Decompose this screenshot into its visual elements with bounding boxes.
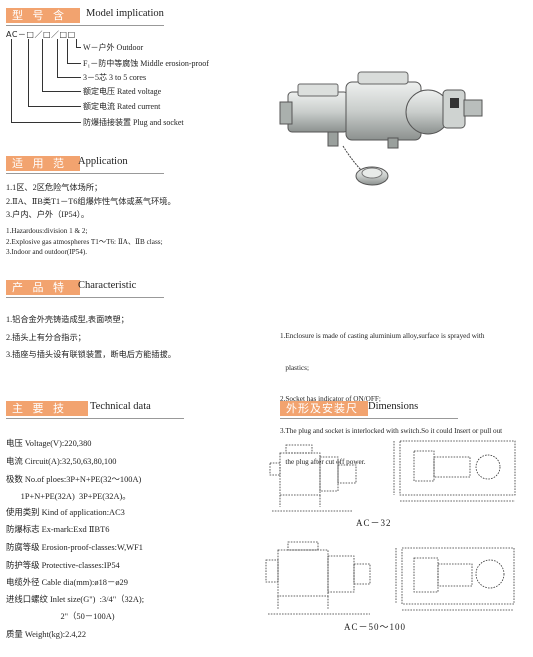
dimensions-divider bbox=[280, 418, 458, 419]
model-divider bbox=[6, 25, 164, 26]
model-tag: 型 号 含 义 bbox=[6, 8, 80, 37]
spec-current: 电流 Circuit(A):32,50,63,80,100 bbox=[6, 457, 117, 466]
application-en-2: 2.Explosive gas atmospheres T1～T6: ⅡA、ⅡB… bbox=[6, 237, 163, 246]
spec-poles-2: 1P+N+PE(32A) 3P+PE(32A)。 bbox=[6, 492, 131, 501]
characteristic-title: Characteristic bbox=[78, 280, 137, 291]
characteristic-en-3b: the plug after cut off power. bbox=[280, 458, 366, 466]
model-code: AC－□／□／□□ bbox=[6, 30, 76, 39]
application-en-list: 1.Hazardous:division 1 & 2; 2.Explosive … bbox=[6, 226, 163, 258]
characteristic-en-1b: plastics; bbox=[280, 363, 309, 372]
legend-item-outdoor: W－户外 Outdoor bbox=[83, 43, 144, 52]
spec-inlet-2: 2"（50－100A) bbox=[6, 612, 115, 621]
spec-inlet: 进线口螺纹 Inlet size(G") :3/4"（32A); bbox=[6, 595, 145, 604]
spec-protective: 防护等级 Protective-classes:IP54 bbox=[6, 561, 120, 570]
characteristic-en-list: 1.Enclosure is made of casting aluminium… bbox=[280, 310, 502, 478]
application-en-1: 1.Hazardous:division 1 & 2; bbox=[6, 227, 88, 235]
application-divider bbox=[6, 173, 164, 174]
technical-title: Technical data bbox=[90, 401, 151, 412]
spec-application: 使用类别 Kind of application:AC3 bbox=[6, 508, 125, 517]
characteristic-en-1: 1.Enclosure is made of casting aluminium… bbox=[280, 332, 485, 340]
legend-item-cores: 3－5芯 3 to 5 cores bbox=[83, 73, 147, 82]
characteristic-en-3: 3.The plug and socket is interlocked wit… bbox=[280, 426, 503, 435]
characteristic-cn-1: 1.铝合金外壳铸造成型,表面喷塑； bbox=[6, 315, 129, 324]
characteristic-cn-2: 2.插头上有分合指示； bbox=[6, 332, 86, 342]
application-cn-3: 3.户内、户外（IP54）。 bbox=[6, 210, 90, 219]
characteristic-divider bbox=[6, 297, 164, 298]
ac50-drawing bbox=[265, 541, 515, 615]
characteristic-tag: 产 品 特 点 bbox=[6, 280, 80, 309]
ac50-label: AC－50～100 bbox=[344, 622, 407, 632]
technical-tag: 主 要 技 术 参 数 bbox=[6, 401, 88, 430]
application-cn-list: 1.1区、2区危险气体场所； 2.ⅡA、ⅡB类T1－T6组爆炸性气体或蒸气环境。… bbox=[6, 181, 176, 222]
characteristic-cn-3: 3.插座与插头设有联锁装置，断电后方能插拔。 bbox=[6, 350, 176, 359]
ac32-drawing bbox=[269, 440, 516, 512]
spec-erosion: 防腐等级 Erosion-proof-classes:W,WF1 bbox=[6, 543, 143, 552]
spec-ex-mark: 防爆标志 Ex-mark:Exd ⅡBT6 bbox=[6, 525, 110, 534]
spec-cable: 电缆外径 Cable dia(mm):ø18－ø29 bbox=[6, 578, 128, 587]
characteristic-en-2: 2.Socket has indicator of ON/OFF; bbox=[280, 395, 381, 403]
model-title: Model implication bbox=[86, 8, 164, 19]
legend-item-current: 额定电流 Rated current bbox=[83, 102, 161, 111]
legend-item-plug: 防爆插接装置 Plug and socket bbox=[83, 118, 184, 127]
product-photo bbox=[279, 71, 483, 186]
application-en-3: 3.Indoor and outdoor(IP54). bbox=[6, 248, 88, 256]
spec-voltage: 电压 Voltage(V):220,380 bbox=[6, 439, 92, 448]
spec-weight: 质量 Weight(kg):2.4,22 bbox=[6, 630, 87, 639]
technical-divider bbox=[6, 418, 184, 419]
application-cn-2: 2.ⅡA、ⅡB类T1－T6组爆炸性气体或蒸气环境。 bbox=[6, 196, 176, 206]
characteristic-cn-list: 1.铝合金外壳铸造成型,表面喷塑； 2.插头上有分合指示； 3.插座与插头设有联… bbox=[6, 311, 176, 364]
application-cn-1: 1.1区、2区危险气体场所； bbox=[6, 183, 103, 192]
application-tag: 适 用 范 围 bbox=[6, 156, 80, 185]
dimensions-tag: 外形及安装尺寸 bbox=[280, 401, 368, 430]
spec-poles: 极数 No.of ploes:3P+N+PE(32～100A) bbox=[6, 475, 142, 484]
dimensions-title: Dimensions bbox=[368, 401, 419, 412]
ac32-label: AC－32 bbox=[356, 518, 392, 528]
application-title: Application bbox=[78, 156, 128, 167]
legend-item-voltage: 额定电压 Rated voltage bbox=[83, 87, 162, 96]
legend-item-erosion: F₁－防中等腐蚀 Middle erosion-proof bbox=[83, 59, 209, 68]
